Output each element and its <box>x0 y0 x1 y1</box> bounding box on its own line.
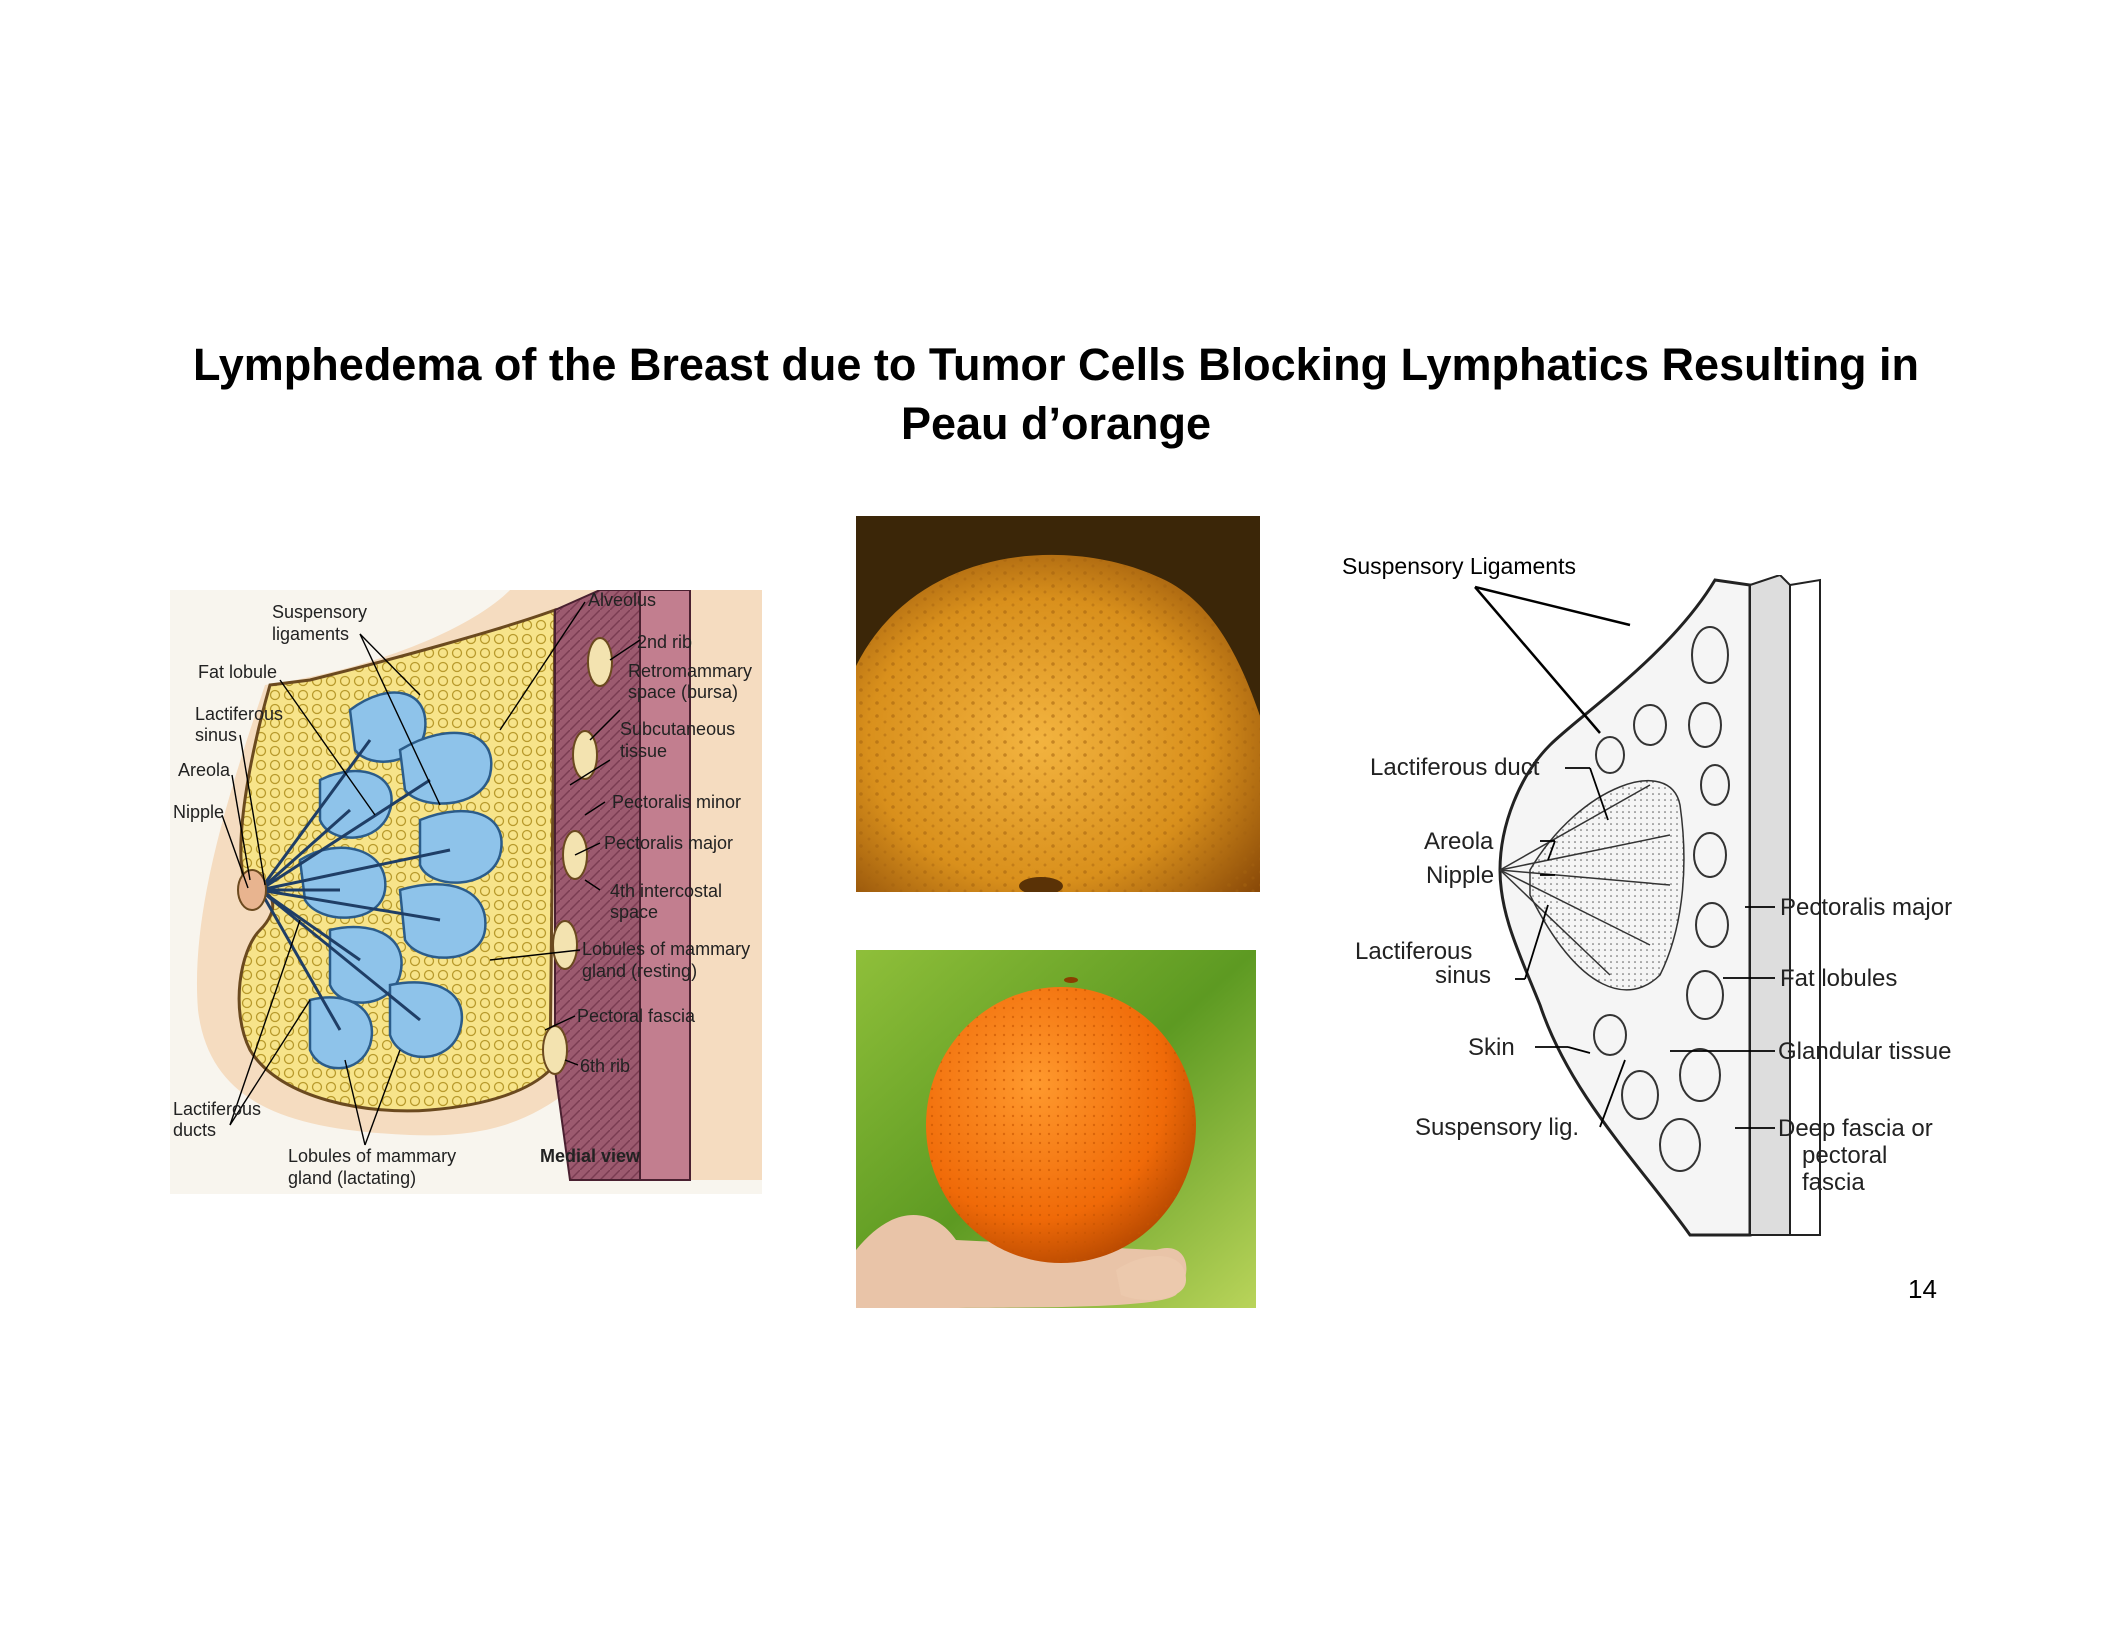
slide-title: Lymphedema of the Breast due to Tumor Ce… <box>0 335 2112 453</box>
label-lactiferous-sinus-1: Lactiferous <box>195 704 283 724</box>
label-deep-fascia-3: fascia <box>1802 1169 1865 1196</box>
suspensory-ligaments-header: Suspensory Ligaments <box>1342 553 1576 579</box>
label-suspensory-lig: Suspensory lig. <box>1415 1114 1579 1141</box>
label-4th-intercostal-2: space <box>610 902 658 922</box>
label-pectoralis-major: Pectoralis major <box>604 833 733 853</box>
label-lobules-resting-1: Lobules of mammary <box>582 939 750 959</box>
page-number: 14 <box>1908 1274 1937 1304</box>
label-lactiferous-ducts-2: ducts <box>173 1120 216 1140</box>
slide-title-line-1: Lymphedema of the Breast due to Tumor Ce… <box>192 339 1920 390</box>
label-lobules-resting-2: gland (resting) <box>582 961 697 981</box>
label-lactiferous-sinus-2: sinus <box>1435 962 1491 989</box>
label-lactiferous-sinus-2: sinus <box>195 725 237 745</box>
label-suspensory-ligaments-1: Suspensory <box>272 602 367 622</box>
label-skin: Skin <box>1468 1034 1515 1061</box>
label-fat-lobules: Fat lobules <box>1780 965 1897 992</box>
label-areola: Areola <box>1424 828 1494 855</box>
label-suspensory-ligaments-2: ligaments <box>272 624 349 644</box>
label-fat-lobule: Fat lobule <box>198 662 277 682</box>
label-nipple: Nipple <box>1426 862 1494 889</box>
label-lobules-lactating-1: Lobules of mammary <box>288 1146 456 1166</box>
label-subcutaneous-1: Subcutaneous <box>620 719 735 739</box>
label-4th-intercostal-1: 4th intercostal <box>610 881 722 901</box>
slide-title-line-2: Peau d’orange <box>900 398 1212 449</box>
label-6th-rib: 6th rib <box>580 1056 630 1076</box>
peau-dorange-closeup-photo <box>856 516 1260 892</box>
label-lactiferous-duct: Lactiferous duct <box>1370 754 1540 781</box>
breast-anatomy-medial-view-illustration: Suspensory ligaments Fat lobule Lactifer… <box>170 590 762 1194</box>
label-lobules-lactating-2: gland (lactating) <box>288 1168 416 1188</box>
label-pectoralis-major: Pectoralis major <box>1780 894 1952 921</box>
label-pectoral-fascia: Pectoral fascia <box>577 1006 696 1026</box>
label-retromammary-2: space (bursa) <box>628 682 738 702</box>
label-nipple: Nipple <box>173 802 224 822</box>
label-deep-fascia-2: pectoral <box>1802 1142 1887 1169</box>
label-glandular-tissue: Glandular tissue <box>1778 1038 1951 1065</box>
label-alveolus: Alveolus <box>588 590 656 610</box>
breast-anatomy-sagittal-line-drawing: Lactiferous duct Areola Nipple Lactifero… <box>1355 575 1952 1237</box>
label-pectoralis-minor: Pectoralis minor <box>612 792 741 812</box>
label-medial-view: Medial view <box>540 1146 641 1166</box>
label-lactiferous-ducts-1: Lactiferous <box>173 1099 261 1119</box>
orange-in-hand-photo <box>856 950 1256 1308</box>
label-subcutaneous-2: tissue <box>620 741 667 761</box>
label-retromammary-1: Retromammary <box>628 661 752 681</box>
label-2nd-rib: 2nd rib <box>637 632 692 652</box>
label-deep-fascia-1: Deep fascia or <box>1778 1115 1933 1142</box>
label-areola: Areola <box>178 760 231 780</box>
label-lactiferous-sinus-1: Lactiferous <box>1355 938 1472 965</box>
